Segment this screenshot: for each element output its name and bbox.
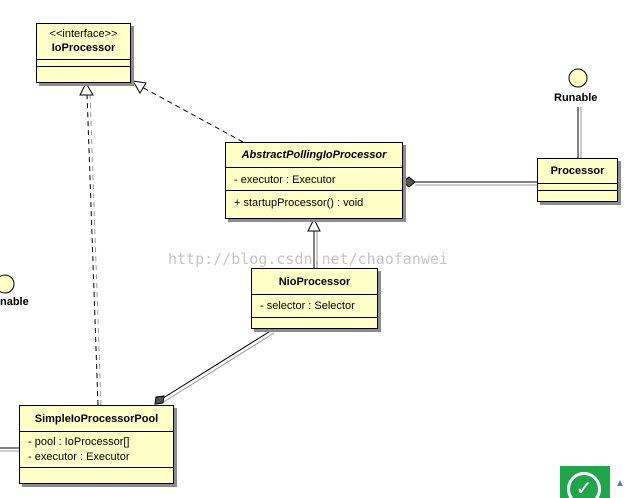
class-processor-header: Processor [538,159,617,183]
lollipop-circle-right [568,68,588,88]
aggregation-diamond-abstract [402,176,416,188]
aggregation-diamond-pool [154,395,165,405]
generalization-arrowhead-abstract [307,217,321,232]
realization-pool-shadow [89,92,102,406]
watermark-url: http://blog.csdn.net/chaofanwei [168,250,448,268]
aggregation-pool-nio-shadow [161,332,275,404]
realization-arrowhead-ioprocessor-right [132,80,147,94]
lollipop-label-runable-left: nable [0,296,29,308]
stereotype-label: <<interface>> [49,28,118,40]
attributes-compartment [37,59,130,66]
class-abstract-header: AbstractPollingIoProcessor [226,143,402,167]
realization-pool-to-ioprocessor [86,92,99,406]
operations-compartment [538,190,617,197]
lollipop-circle-left [0,274,15,294]
class-abstract-polling-ioprocessor[interactable]: AbstractPollingIoProcessor - executor : … [225,142,403,219]
operations-compartment [20,467,173,474]
class-nio-processor[interactable]: NioProcessor - selector : Selector [251,268,378,329]
class-name: AbstractPollingIoProcessor [241,149,387,161]
class-pool-header: SimpleIoProcessorPool [20,406,173,431]
attribute-executor: - executor : Executor [234,174,336,186]
class-name: Processor [550,165,605,177]
class-ioprocessor-header: <<interface>> IoProcessor [37,24,130,59]
class-ioprocessor[interactable]: <<interface>> IoProcessor [36,23,131,83]
class-name: IoProcessor [51,42,116,54]
attribute-pool: - pool : IoProcessor[] [28,436,130,448]
operation-startup-processor: + startupProcessor() : void [234,197,364,209]
operations-compartment: + startupProcessor() : void [226,190,402,213]
operations-compartment [37,66,130,73]
attributes-compartment: - pool : IoProcessor[] - executor : Exec… [20,431,173,467]
aggregation-pool-nio [159,329,273,401]
class-simple-ioprocessor-pool[interactable]: SimpleIoProcessorPool - pool : IoProcess… [19,405,174,484]
attributes-compartment [538,183,617,190]
attribute-executor: - executor : Executor [28,451,130,463]
attributes-compartment: - selector : Selector [252,294,377,317]
status-badge[interactable]: ✓ [560,466,610,498]
class-processor[interactable]: Processor [537,158,618,202]
attribute-selector: - selector : Selector [260,300,355,312]
attributes-compartment: - executor : Executor [226,167,402,190]
class-nio-header: NioProcessor [252,269,377,294]
realization-abstract-to-ioprocessor [139,85,244,143]
realization-arrowhead-ioprocessor-bottom [79,81,94,96]
lollipop-label-runable: Runable [554,92,598,104]
scroll-up-icon[interactable]: ▲ [615,478,625,489]
operations-compartment [252,317,377,324]
class-name: NioProcessor [278,276,351,288]
check-icon: ✓ [567,472,601,498]
class-name: SimpleIoProcessorPool [34,413,159,425]
